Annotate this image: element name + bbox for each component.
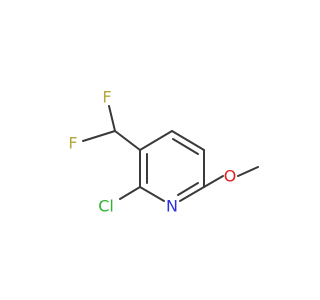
bonds [82, 105, 259, 202]
bond-c4-c5 [171, 130, 205, 151]
bond-c6-n [179, 186, 205, 202]
molecule-diagram: F F Cl N O [68, 88, 259, 216]
atom-nitrogen: N [166, 197, 178, 216]
bond-c3-c4 [139, 130, 173, 151]
structure-svg: F F Cl N O [68, 88, 259, 216]
atom-labels: F F Cl N O [68, 88, 236, 216]
bond-c6-o [203, 175, 224, 188]
bond-chf2-f-left [82, 130, 116, 142]
bond-n-c2 [139, 186, 165, 202]
bond-c2-cl [119, 186, 141, 200]
atom-fluorine-left: F [68, 134, 77, 153]
bond-o-ch3 [237, 166, 259, 177]
bond-c4-c5-inner [172, 138, 199, 155]
atom-fluorine-top: F [102, 88, 111, 107]
atom-chlorine: Cl [98, 197, 114, 216]
bond-c6-n-inner [177, 182, 199, 196]
atom-oxygen: O [224, 167, 237, 186]
bond-chf2-f-top [108, 105, 116, 132]
bond-chf2-c3 [114, 130, 141, 151]
